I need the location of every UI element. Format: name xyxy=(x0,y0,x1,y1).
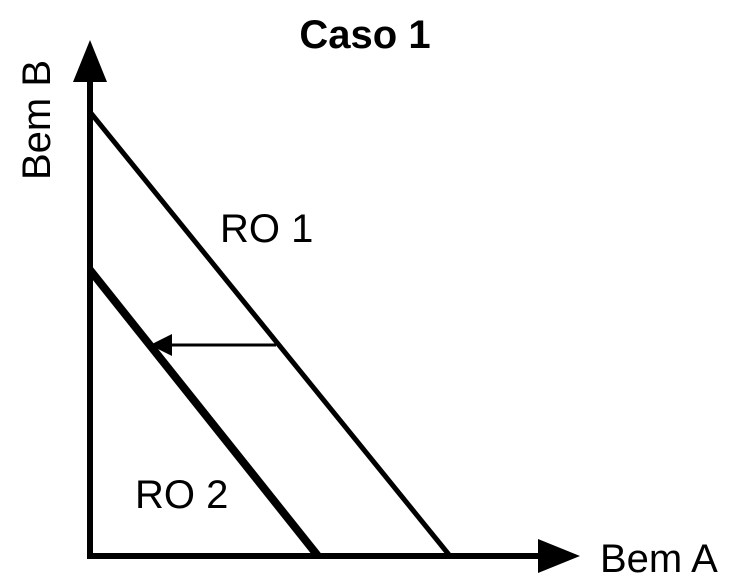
x-axis-arrowhead xyxy=(538,539,580,573)
curve-label-ro1: RO 1 xyxy=(220,207,313,251)
curve-label-ro2: RO 2 xyxy=(135,473,228,517)
shift-arrow-head xyxy=(150,334,172,356)
y-axis-label: Bem B xyxy=(15,60,59,180)
y-axis-arrowhead xyxy=(73,40,107,82)
budget-line-ro2 xyxy=(86,267,322,559)
diagram-title: Caso 1 xyxy=(299,13,430,57)
x-axis-label: Bem A xyxy=(600,537,718,578)
budget-line-ro1 xyxy=(88,110,452,558)
